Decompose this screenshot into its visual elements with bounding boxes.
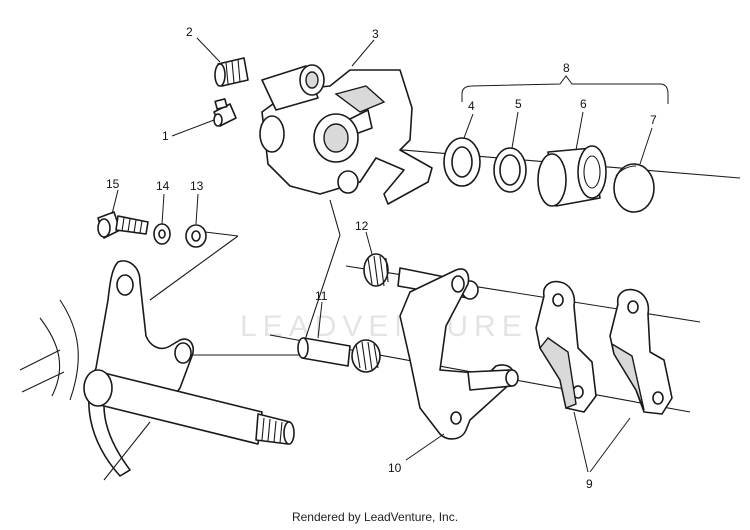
- callout-6: 6: [580, 97, 587, 111]
- callout-13: 13: [190, 179, 204, 193]
- mounting-screw: [97, 211, 149, 239]
- callout-11: 11: [315, 289, 328, 303]
- watermark: LEADVENTURE: [240, 310, 528, 343]
- callout-9: 9: [586, 477, 593, 491]
- callout-12: 12: [355, 219, 369, 233]
- bleeder-screw: [213, 98, 237, 127]
- brake-arm: [399, 268, 519, 440]
- callout-1: 1: [162, 129, 169, 143]
- callout-2: 2: [186, 25, 193, 39]
- callout-8: 8: [563, 61, 570, 75]
- callout-4: 4: [468, 99, 475, 113]
- brake-pad-front: [535, 280, 597, 413]
- callout-15: 15: [106, 177, 120, 191]
- flat-washer: [185, 224, 207, 248]
- caliper-cap: [613, 163, 655, 213]
- footer-credit: Rendered by LeadVenture, Inc.: [291, 510, 459, 524]
- spring-pin-lower: [297, 337, 381, 373]
- callout-7: 7: [650, 113, 657, 127]
- kit-bracket: [461, 75, 669, 104]
- callout-10: 10: [388, 461, 402, 475]
- callouts: 1 2 3 4 5 6 7 8 9 10 11 12 13 14 15: [106, 25, 657, 491]
- callout-14: 14: [156, 179, 170, 193]
- pivot-shaft: [83, 369, 295, 481]
- caliper-plug-screw: [214, 57, 249, 87]
- leader-lines: [111, 37, 653, 473]
- lock-washer: [153, 223, 171, 245]
- caliper-seal: [443, 137, 481, 187]
- brake-pad-rear: [609, 288, 673, 415]
- brake-pedal-lever: [19, 260, 195, 477]
- brake-caliper: [259, 64, 433, 205]
- callout-3: 3: [372, 27, 379, 41]
- caliper-o-ring: [493, 147, 527, 193]
- caliper-piston: [537, 145, 607, 207]
- callout-5: 5: [515, 97, 522, 111]
